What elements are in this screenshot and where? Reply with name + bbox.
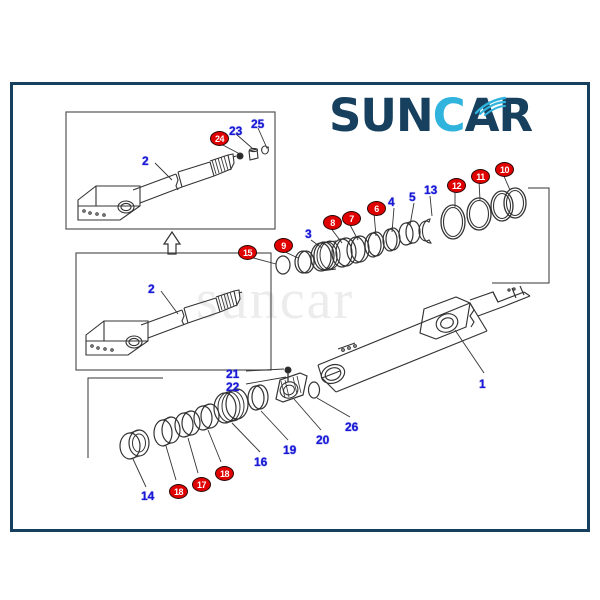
assembly-bracket <box>492 187 550 284</box>
seal-3-stack <box>310 240 341 272</box>
part-24-ball <box>236 152 244 160</box>
outer-frame <box>10 82 590 532</box>
up-arrow-connector <box>162 230 182 255</box>
callout-label-19: 19 <box>283 443 297 457</box>
seal-18-a <box>153 416 181 447</box>
leader-lines-bottom <box>132 368 351 488</box>
seal-14 <box>119 429 150 460</box>
bottom-group-bracket <box>87 377 163 458</box>
piston-20 <box>275 372 308 403</box>
small-parts-top-box <box>236 145 270 161</box>
seal-18-b <box>193 403 220 431</box>
part-25-eye <box>261 145 269 155</box>
leader-lines-middle <box>245 173 511 265</box>
rod-detail-box-top <box>65 111 276 230</box>
callout-label-14: 14 <box>141 489 155 503</box>
callout-badge-6: 6 <box>367 201 386 216</box>
seal-13-snapring <box>418 218 432 244</box>
callout-label-25: 25 <box>251 117 265 131</box>
callout-badge-7: 7 <box>342 211 361 226</box>
seal-row-middle <box>275 187 550 284</box>
seal-12 <box>440 204 466 240</box>
callout-label-21: 21 <box>226 367 240 381</box>
callout-label-4: 4 <box>388 195 395 209</box>
suncar-logo: SUNCAR <box>329 93 533 138</box>
part-23-sleeve <box>248 148 259 161</box>
callout-label-13: 13 <box>424 183 438 197</box>
callout-badge-18: 18 <box>169 484 188 499</box>
logo-text-sun: SUN <box>329 89 434 142</box>
wifi-arc-icon <box>474 96 507 116</box>
part-21-bolt-head <box>284 366 292 374</box>
callout-badge-18: 18 <box>215 466 234 481</box>
seal-16-stack <box>213 388 249 424</box>
leader-line-part-1 <box>454 329 485 374</box>
callout-label-26: 26 <box>345 420 359 434</box>
logo-text-ar: AR <box>464 89 533 142</box>
callout-badge-11: 11 <box>471 169 490 184</box>
callout-badge-15: 15 <box>238 245 257 260</box>
cylinder-body-main <box>317 285 531 393</box>
seal-row-bottom <box>87 366 321 460</box>
seal-4 <box>382 227 401 252</box>
callout-label-1: 1 <box>479 377 486 391</box>
piston-rod-bottom <box>85 289 243 356</box>
callout-label-16: 16 <box>254 455 268 469</box>
callout-badge-17: 17 <box>192 477 211 492</box>
seal-6 <box>364 231 385 258</box>
seal-5-bushing <box>398 220 421 246</box>
rod-detail-box-bottom <box>75 252 272 371</box>
callout-label-2: 2 <box>148 282 155 296</box>
seal-26 <box>307 381 321 399</box>
seal-15 <box>275 255 291 275</box>
seal-10 <box>490 187 527 222</box>
seal-9 <box>294 250 315 274</box>
callout-label-2: 2 <box>142 154 149 168</box>
callout-label-23: 23 <box>229 124 243 138</box>
piston-rod-top <box>77 153 237 221</box>
callout-badge-12: 12 <box>447 178 466 193</box>
callout-badge-9: 9 <box>274 238 293 253</box>
callout-label-22: 22 <box>226 380 240 394</box>
seal-8 <box>331 237 357 268</box>
callout-label-20: 20 <box>316 433 330 447</box>
seal-19 <box>247 384 269 411</box>
leader-lines-top <box>154 127 267 181</box>
seal-11 <box>466 197 492 231</box>
seal-17 <box>174 410 201 438</box>
callout-badge-8: 8 <box>323 215 342 230</box>
logo-text-c: C <box>432 89 466 142</box>
callout-label-5: 5 <box>409 190 416 204</box>
callout-badge-24: 24 <box>210 131 229 146</box>
callout-label-3: 3 <box>305 227 312 241</box>
callout-badge-10: 10 <box>495 162 514 177</box>
leader-lines-bottom-box <box>160 290 179 315</box>
